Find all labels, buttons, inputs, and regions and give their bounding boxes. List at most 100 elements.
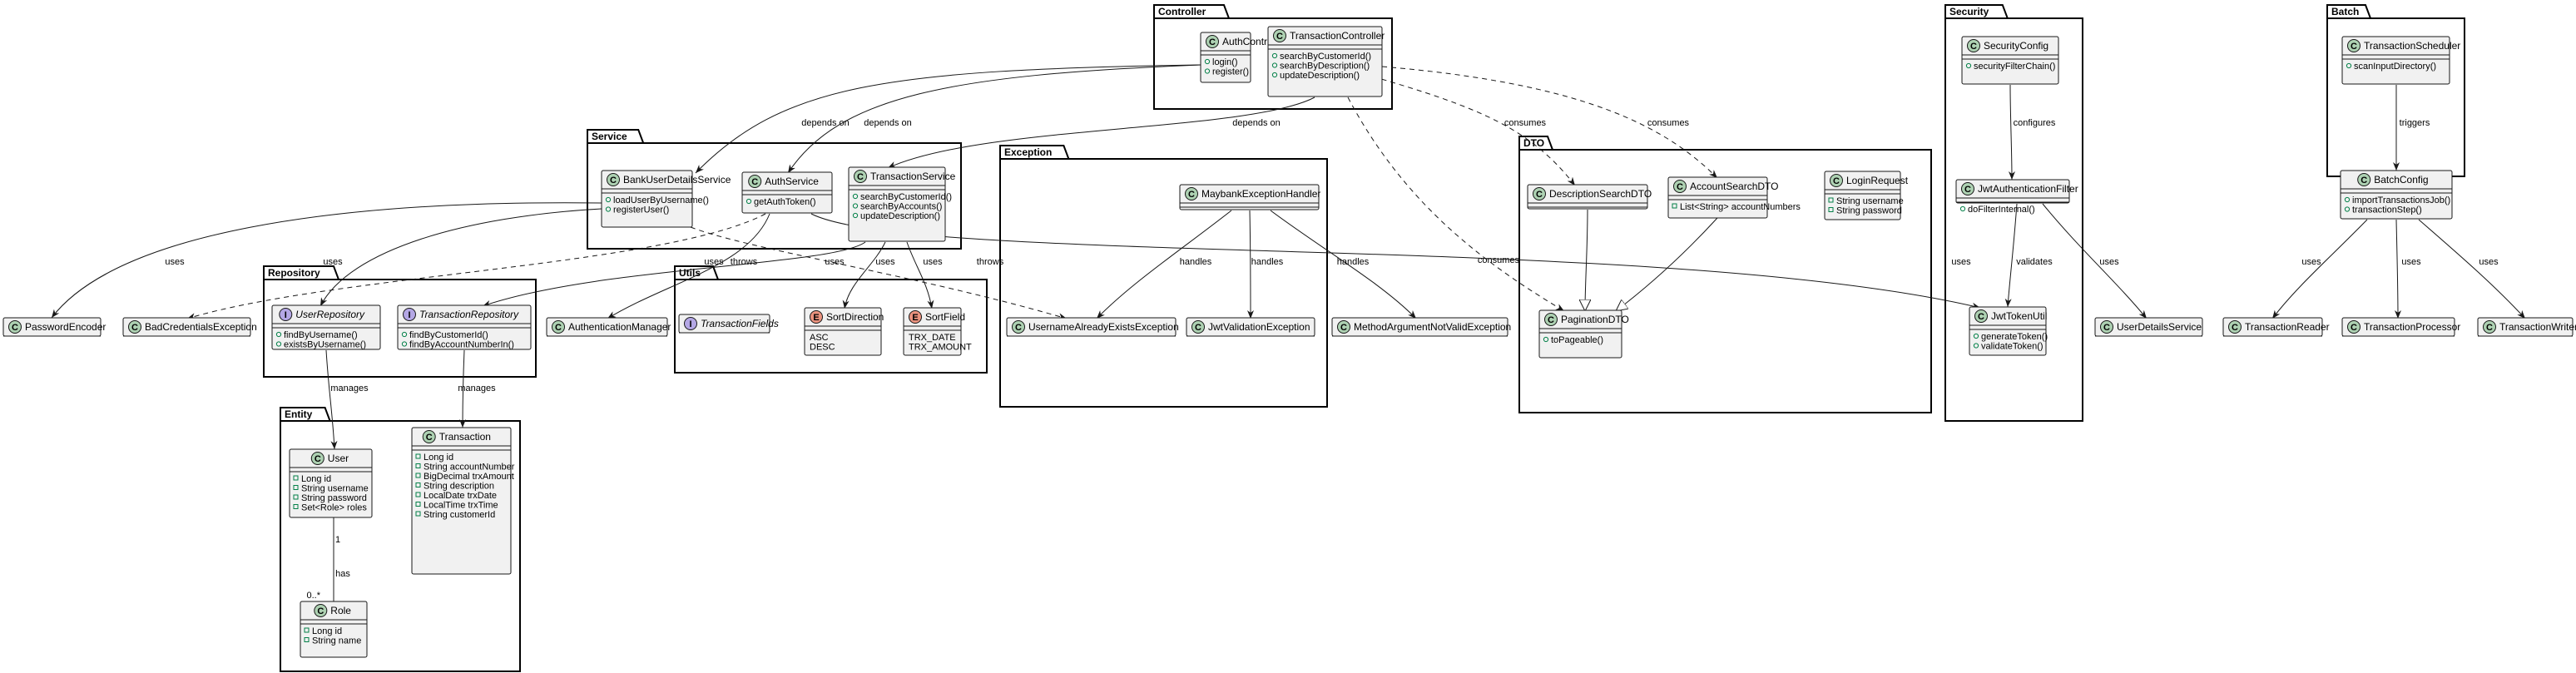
package-title: Security bbox=[1949, 6, 1989, 17]
stereotype-c-icon bbox=[607, 173, 620, 186]
stereotype-c-icon bbox=[552, 320, 565, 334]
class-member: Long id bbox=[312, 626, 342, 636]
relation-transaction-controller-to-transaction-service bbox=[887, 96, 1315, 169]
class-member: BigDecimal trxAmount bbox=[424, 472, 514, 482]
stereotype-c-icon bbox=[310, 452, 324, 465]
class-member: ASC bbox=[810, 333, 829, 343]
class-box bbox=[741, 171, 833, 214]
stereotype-letter: C bbox=[315, 454, 321, 464]
stereotype-letter: I bbox=[285, 310, 287, 320]
package-frame bbox=[587, 142, 962, 250]
public-attribute-icon bbox=[1828, 197, 1834, 203]
relation-label: manages bbox=[330, 384, 369, 393]
class-member: existsByUsername() bbox=[284, 340, 366, 350]
stereotype-letter: C bbox=[2361, 176, 2367, 186]
class-name: MaybankExceptionHandler bbox=[1201, 188, 1320, 200]
package-entity: Entity bbox=[280, 407, 521, 672]
stereotype-c-icon bbox=[2347, 320, 2361, 334]
class-member: String username bbox=[301, 484, 369, 494]
stereotype-letter: C bbox=[1536, 190, 1543, 200]
class-member: LocalDate trxDate bbox=[424, 491, 497, 501]
public-method-icon bbox=[605, 206, 612, 212]
stereotype-letter: E bbox=[912, 313, 918, 323]
relation-label: uses bbox=[323, 257, 343, 267]
stereotype-c-icon bbox=[1830, 174, 1843, 187]
class-name: MethodArgumentNotValidException bbox=[1354, 321, 1511, 333]
relation-label: handles bbox=[1180, 257, 1212, 267]
class-name: TransactionRepository bbox=[419, 309, 519, 320]
class-box bbox=[1961, 36, 2059, 85]
relation-transaction-service-to-sort-direction bbox=[842, 241, 886, 309]
relation-bank-user-details-service-to-user-repository bbox=[320, 208, 602, 307]
public-method-icon bbox=[1965, 62, 1972, 69]
class-member: searchByDescription() bbox=[1280, 62, 1370, 72]
relation-transaction-controller-to-pagination-dto bbox=[1347, 96, 1565, 312]
class-name: JwtAuthenticationFilter bbox=[1978, 183, 2078, 195]
public-method-icon bbox=[401, 331, 408, 338]
class-member: String accountNumber bbox=[424, 463, 515, 473]
relation-label: depends on bbox=[1232, 118, 1281, 128]
public-method-icon bbox=[2346, 62, 2352, 69]
relation-label: triggers bbox=[2400, 118, 2430, 128]
relation-security-config-to-jwt-authentication-filter bbox=[2008, 84, 2015, 181]
relation-batch-config-to-transaction-reader bbox=[2271, 219, 2368, 319]
relation-label: throws bbox=[977, 257, 1004, 267]
public-method-icon bbox=[401, 341, 408, 347]
relation-label: uses bbox=[165, 257, 185, 267]
relation-label: has bbox=[335, 569, 350, 579]
class-name: TransactionController bbox=[1290, 30, 1385, 42]
public-attribute-icon bbox=[304, 627, 310, 633]
class-name: UserRepository bbox=[295, 309, 365, 320]
class-name: TransactionService bbox=[870, 171, 956, 182]
public-attribute-icon bbox=[415, 482, 421, 487]
relation-transaction-repository-to-transaction bbox=[459, 349, 467, 428]
stereotype-letter: C bbox=[1209, 37, 1216, 47]
stereotype-letter: C bbox=[2351, 323, 2357, 333]
relation-maybank-exception-handler-to-username-already-exists-exception bbox=[1096, 210, 1232, 319]
relation-label: uses bbox=[923, 257, 943, 267]
package-tab bbox=[280, 407, 331, 422]
class-name: PasswordEncoder bbox=[25, 321, 106, 333]
relation-label: uses bbox=[2401, 257, 2421, 267]
stereotype-c-icon bbox=[314, 604, 328, 617]
class-name: JwtValidationException bbox=[1208, 321, 1310, 333]
package-tab bbox=[263, 265, 339, 280]
package-frame bbox=[263, 279, 537, 378]
public-method-icon bbox=[852, 212, 859, 219]
stereotype-letter: C bbox=[857, 172, 864, 182]
public-method-icon bbox=[2344, 196, 2351, 203]
